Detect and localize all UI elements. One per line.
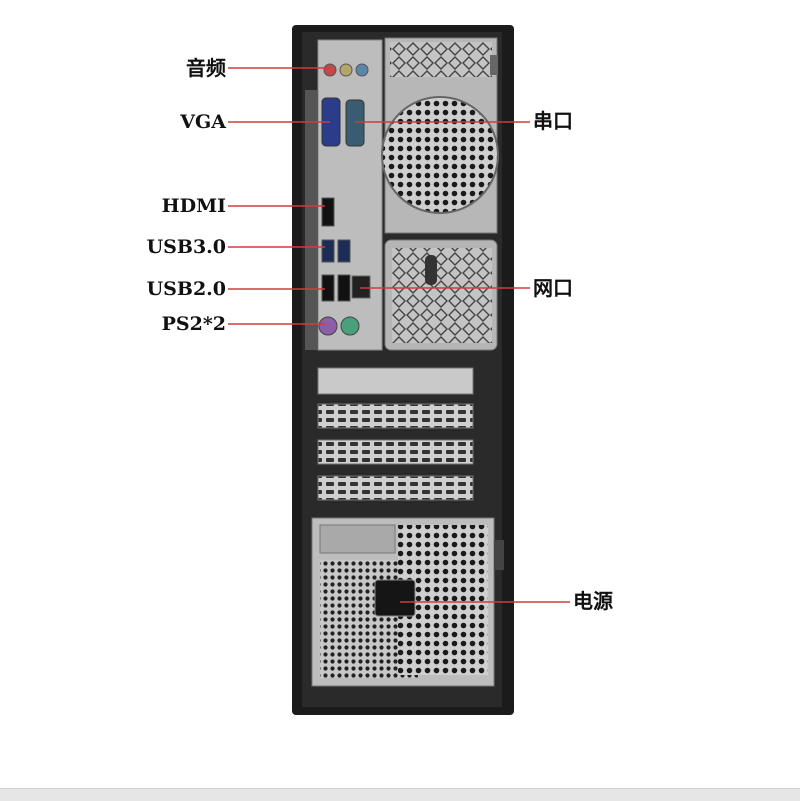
usb3-ports <box>321 239 351 263</box>
fan-grille <box>381 96 499 214</box>
psu-label-plate <box>319 524 396 554</box>
label-usb20: USB2.0 <box>146 278 226 300</box>
usb2-ports <box>321 274 351 302</box>
power-socket <box>374 579 416 617</box>
label-audio: 音频 <box>186 56 226 80</box>
latch <box>425 255 437 285</box>
expansion-slots <box>317 367 474 501</box>
label-usb30: USB3.0 <box>146 236 226 258</box>
audio-jacks <box>323 63 369 77</box>
io-shield <box>317 39 383 351</box>
label-vga: VGA <box>180 111 226 133</box>
io-shield-side-strip <box>305 90 317 350</box>
serial-port <box>345 99 365 147</box>
fan-screw-tab <box>490 55 498 75</box>
ps2-port-mouse <box>340 316 360 336</box>
label-hdmi: HDMI <box>161 195 226 217</box>
leader-lines <box>228 67 570 603</box>
kensington-slot <box>494 540 504 570</box>
label-power: 电源 <box>573 589 613 613</box>
hdmi-port <box>321 197 335 227</box>
lower-bracket-grid <box>392 248 492 343</box>
rj45-port <box>351 275 371 299</box>
label-network: 网口 <box>533 276 573 300</box>
label-ps2: PS2*2 <box>161 313 226 335</box>
label-serial: 串口 <box>533 109 573 133</box>
fan-bracket-diamond-grid <box>390 42 492 77</box>
bottom-bar <box>0 788 800 801</box>
ps2-port-keyboard <box>318 316 338 336</box>
